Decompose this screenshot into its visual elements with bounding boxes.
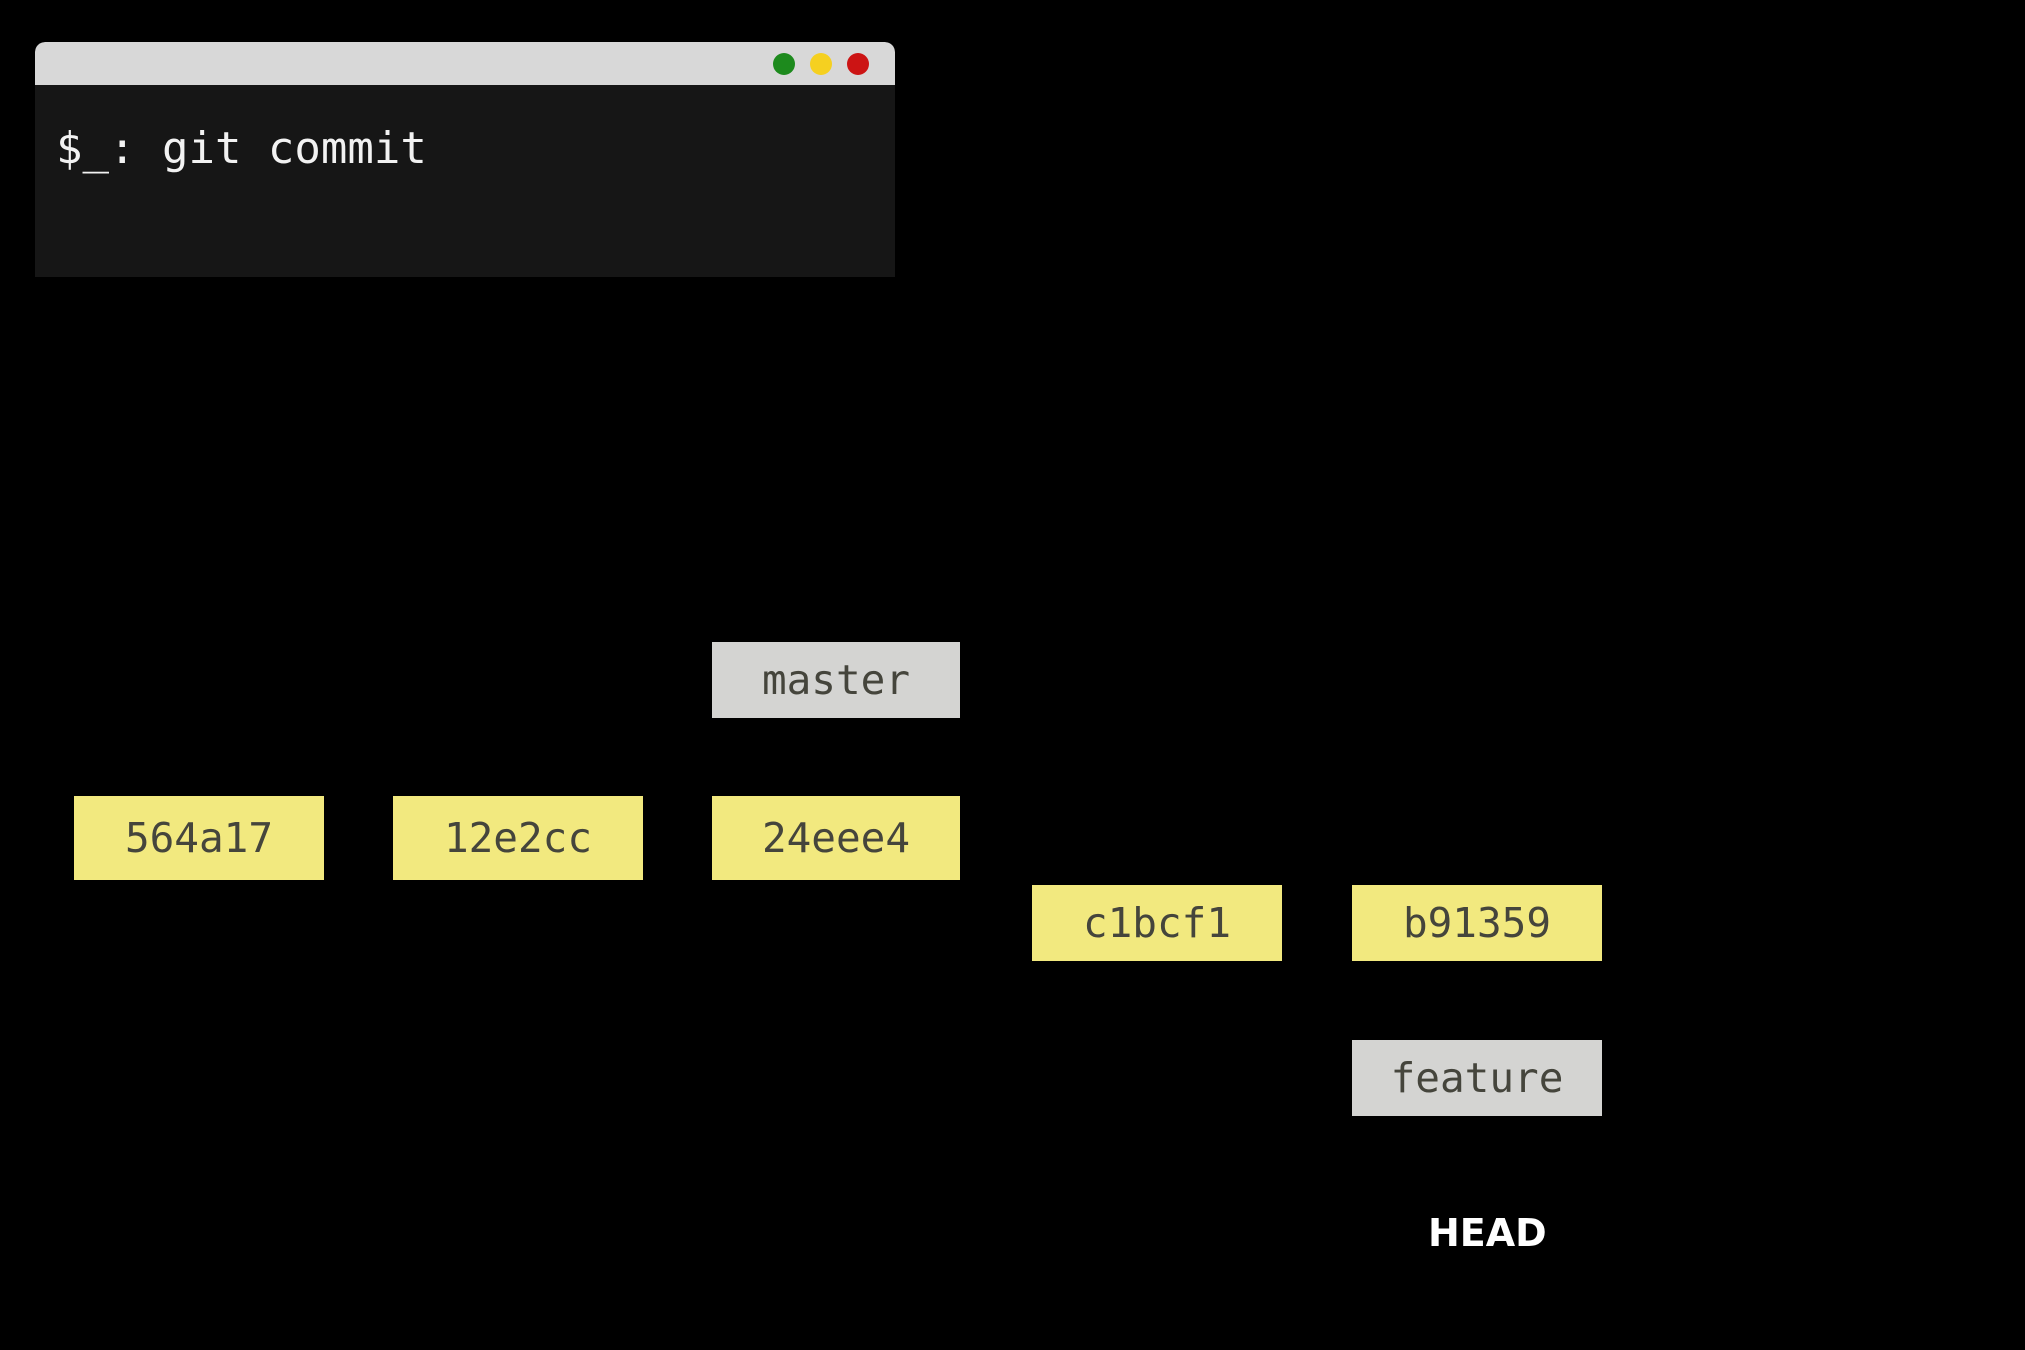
minimize-button-icon[interactable] bbox=[773, 53, 795, 75]
branch-label-feature[interactable]: feature bbox=[1352, 1040, 1602, 1116]
commit-node-c1bcf1[interactable]: c1bcf1 bbox=[1032, 885, 1282, 961]
branch-label-master[interactable]: master bbox=[712, 642, 960, 718]
commit-node-24eee4[interactable]: 24eee4 bbox=[712, 796, 960, 880]
terminal-window: $_: git commit bbox=[35, 42, 895, 277]
window-controls bbox=[773, 53, 869, 75]
commit-node-12e2cc[interactable]: 12e2cc bbox=[393, 796, 643, 880]
terminal-titlebar[interactable] bbox=[35, 42, 895, 85]
close-button-icon[interactable] bbox=[847, 53, 869, 75]
terminal-prompt-line: $_: git commit bbox=[56, 123, 427, 174]
commit-node-b91359[interactable]: b91359 bbox=[1352, 885, 1602, 961]
maximize-button-icon[interactable] bbox=[810, 53, 832, 75]
commit-node-564a17[interactable]: 564a17 bbox=[74, 796, 324, 880]
terminal-body[interactable]: $_: git commit bbox=[35, 85, 895, 277]
head-pointer-label: HEAD bbox=[1428, 1211, 1547, 1255]
